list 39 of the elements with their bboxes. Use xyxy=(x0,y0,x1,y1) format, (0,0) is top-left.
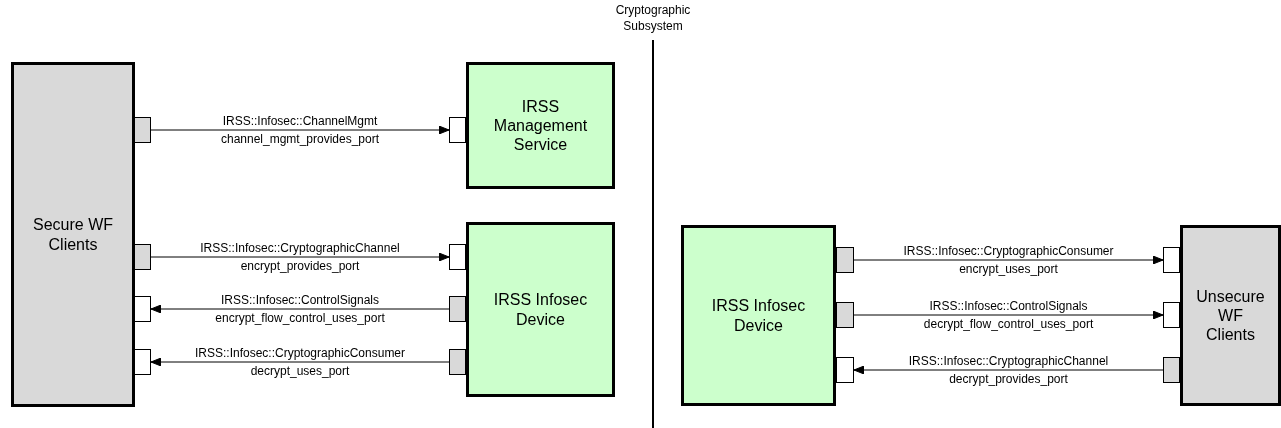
component-box xyxy=(681,225,836,406)
port-box xyxy=(134,244,151,270)
port-box xyxy=(449,117,466,143)
edge-label: IRSS::Infosec::CryptographicChannel xyxy=(199,241,401,255)
port-box xyxy=(836,247,854,273)
port-box xyxy=(836,302,854,328)
port-box xyxy=(1163,357,1180,383)
component-box xyxy=(466,222,615,397)
port-box xyxy=(836,357,854,383)
edge-label: IRSS::Infosec::CryptographicConsumer xyxy=(902,244,1115,258)
port-box xyxy=(134,349,151,375)
component-label: IRSS Management Service xyxy=(492,96,589,155)
port-box xyxy=(134,117,151,143)
component-box xyxy=(1180,225,1281,406)
port-name: encrypt_flow_control_uses_port xyxy=(214,311,386,325)
port-name: encrypt_provides_port xyxy=(239,259,361,273)
edge-label: IRSS::Infosec::CryptographicConsumer xyxy=(193,346,407,360)
port-name: decrypt_uses_port xyxy=(249,364,351,378)
component-box xyxy=(466,62,615,189)
edge-label: IRSS::Infosec::ControlSignals xyxy=(219,293,381,307)
edge-label: IRSS::Infosec::CryptographicChannel xyxy=(907,354,1110,368)
component-label: Unsecure WF Clients xyxy=(1196,286,1265,345)
port-box xyxy=(134,296,151,322)
port-name: channel_mgmt_provides_port xyxy=(219,132,381,146)
port-name: encrypt_uses_port xyxy=(958,262,1059,276)
port-name: decrypt_provides_port xyxy=(948,372,1069,386)
component-label: IRSS Infosec Device xyxy=(710,296,807,335)
port-box xyxy=(449,244,466,270)
port-box xyxy=(1163,302,1180,328)
component-box xyxy=(11,62,135,407)
component-label: Secure WF Clients xyxy=(32,215,114,254)
port-box xyxy=(449,349,466,375)
edge-label: IRSS::Infosec::ControlSignals xyxy=(928,299,1089,313)
port-box xyxy=(1163,247,1180,273)
subsystem-label: Cryptographic Subsystem xyxy=(614,2,692,34)
edge-label: IRSS::Infosec::ChannelMgmt xyxy=(221,114,379,128)
port-name: decrypt_flow_control_uses_port xyxy=(922,317,1095,331)
component-label: IRSS Infosec Device xyxy=(492,290,589,329)
port-box xyxy=(449,296,466,322)
